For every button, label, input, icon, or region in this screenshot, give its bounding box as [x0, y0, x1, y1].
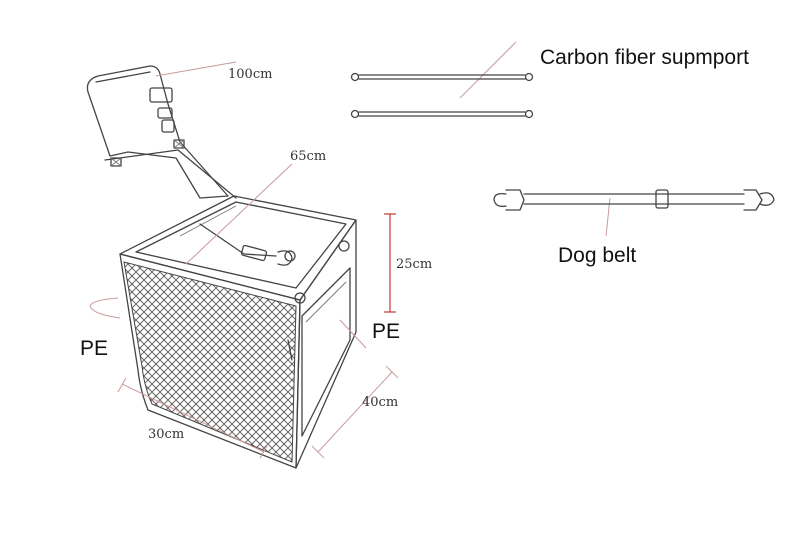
headrest-strap: [86, 65, 237, 199]
carbon-fiber-label: Carbon fiber supmport: [540, 46, 749, 69]
depth-label: 40cm: [362, 395, 398, 410]
dimension-leaders: [89, 41, 611, 459]
d-ring-icon: [294, 292, 306, 304]
leash-length-label: 65cm: [290, 149, 326, 164]
seat-box: [119, 195, 367, 469]
width-label: 30cm: [148, 427, 184, 442]
strap-length-label: 100cm: [228, 67, 272, 82]
belt-buckle-icon: [655, 189, 669, 209]
carbon-rod-lower: [350, 109, 534, 119]
strap-buckle-icon: [149, 87, 173, 103]
carbon-rods: [350, 72, 534, 119]
height-label: 25cm: [396, 257, 432, 272]
carbon-rod-upper: [350, 72, 534, 82]
dog-belt: [493, 189, 775, 211]
material-right-label: PE: [372, 320, 400, 343]
material-left-label: PE: [80, 337, 108, 360]
d-ring-icon: [338, 240, 350, 252]
dog-belt-label: Dog belt: [558, 244, 636, 267]
